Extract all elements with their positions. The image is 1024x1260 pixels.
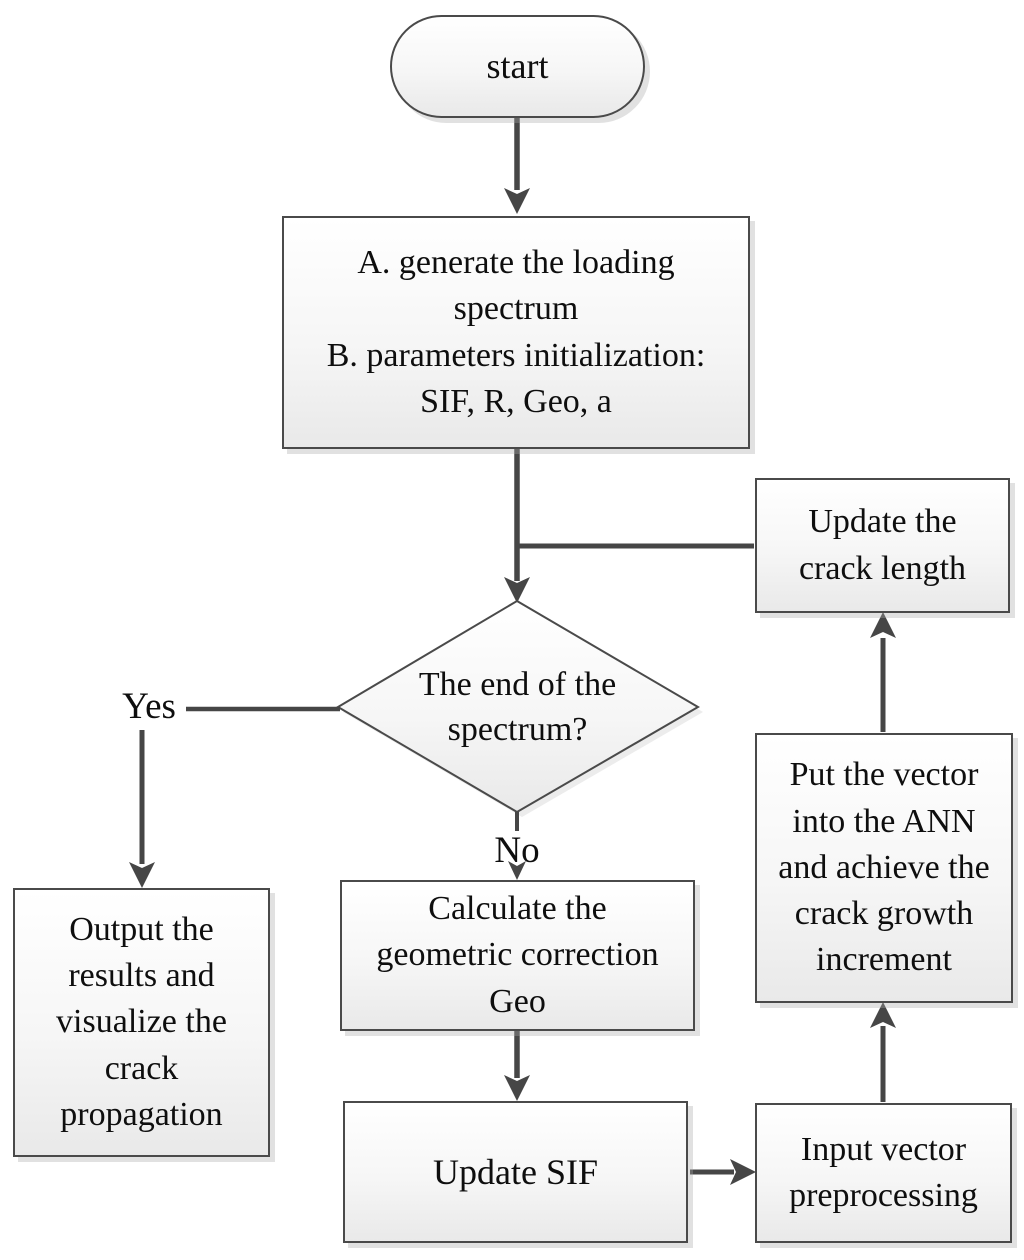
edge-inputvector-to-ann <box>870 1002 896 1102</box>
node-decision-end-of-spectrum: The end of the spectrum? <box>418 666 617 748</box>
label-no: No <box>494 830 540 871</box>
edge-calcgeo-to-updatesif <box>504 1031 530 1101</box>
node-calc-geometric-correction: Calculate the geometric correction Geo <box>340 880 695 1031</box>
edge-ann-to-updatecrack <box>870 612 896 732</box>
edge-decision-no <box>508 812 526 880</box>
node-ann-crack-growth: Put the vector into the ANN and achieve … <box>755 733 1013 1003</box>
node-output-results: Output the results and visualize the cra… <box>13 888 270 1157</box>
edge-start-to-init <box>504 116 530 214</box>
node-start: start <box>390 15 645 118</box>
node-input-vector-preprocessing: Input vector preprocessing <box>755 1103 1012 1243</box>
node-init-parameters: A. generate the loading spectrum B. para… <box>282 216 750 449</box>
label-yes: Yes <box>122 686 176 727</box>
node-update-crack-length: Update the crack length <box>755 478 1010 613</box>
edge-updatesif-to-inputvector <box>690 1159 756 1185</box>
edge-decision-yes <box>129 706 340 888</box>
node-update-sif: Update SIF <box>343 1101 688 1243</box>
edge-init-to-decision <box>504 448 530 603</box>
